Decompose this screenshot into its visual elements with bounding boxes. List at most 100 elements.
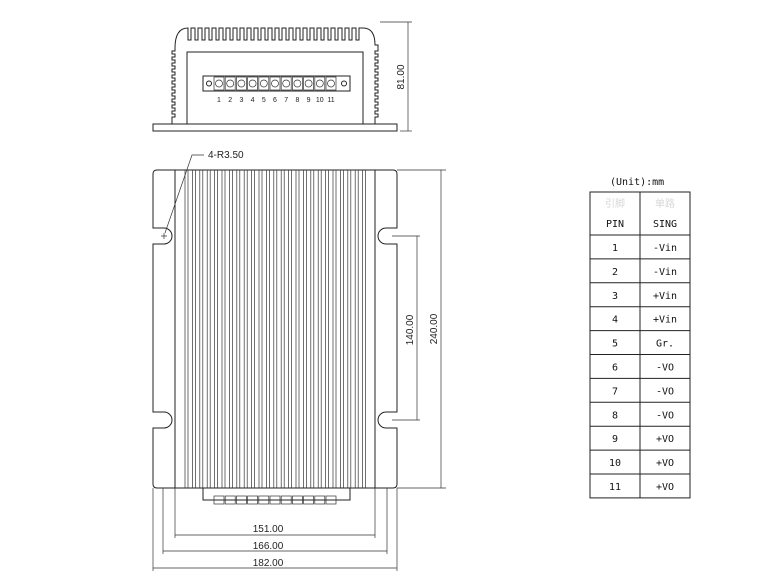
bottom-terminal <box>325 495 337 505</box>
terminal <box>269 76 281 91</box>
front-panel <box>186 51 364 125</box>
pin-cell: 4 <box>612 315 618 326</box>
table-row: 5 Gr. <box>612 339 674 350</box>
terminal-screw-icon <box>237 79 246 88</box>
mount-hole-icon <box>206 80 212 87</box>
table-row: 10 +VO <box>609 458 674 469</box>
terminal <box>213 76 225 91</box>
pin-number: 7 <box>284 97 288 104</box>
height-dim-label: 81.00 <box>396 64 407 89</box>
base-plate <box>152 123 398 132</box>
pin-number: 11 <box>327 97 334 104</box>
terminal-screw-icon <box>327 79 335 88</box>
pin-number: 4 <box>251 97 255 104</box>
pin-number: 9 <box>307 97 311 104</box>
pin-cell: 9 <box>612 434 618 445</box>
bottom-terminal <box>280 495 292 505</box>
terminal <box>236 76 247 91</box>
table-row: 9 +VO <box>612 434 674 445</box>
pin-cell: 1 <box>612 243 618 254</box>
terminal <box>280 76 292 91</box>
table-row: 1 -Vin <box>612 243 677 254</box>
bottom-terminal <box>292 495 303 505</box>
signal-cell: +VO <box>656 482 674 493</box>
pin-cell: 5 <box>612 339 618 350</box>
table-row: 2 -Vin <box>612 267 677 278</box>
pin-cell: 3 <box>612 291 618 302</box>
header-sing: SING <box>653 219 677 230</box>
dim-240-label: 240.00 <box>429 313 440 344</box>
table-row: 11 +VO <box>609 482 674 493</box>
pin-cell: 6 <box>612 363 618 374</box>
callout-leader <box>164 154 204 234</box>
bottom-terminal <box>247 495 258 505</box>
terminal <box>258 76 270 91</box>
pin-number: 3 <box>239 97 243 104</box>
signal-cell: -VO <box>656 410 674 421</box>
terminal <box>224 76 236 91</box>
pin-number: 10 <box>316 97 324 104</box>
terminal-screw-icon <box>293 79 302 88</box>
bottom-terminal <box>213 495 225 505</box>
pin-table: (Unit):mm 引脚 单路 PIN SING 1-Vin2-Vin3+Vin… <box>589 177 691 499</box>
signal-cell: -VO <box>656 386 674 397</box>
bottom-terminal <box>224 495 236 505</box>
header-pin: PIN <box>606 219 624 230</box>
terminal <box>247 76 258 91</box>
pin-number: 6 <box>273 97 277 104</box>
pin-cell: 2 <box>612 267 618 278</box>
terminal-screw-icon <box>315 79 324 88</box>
bottom-terminal <box>269 495 281 505</box>
signal-cell: Gr. <box>656 339 674 350</box>
pin-number: 8 <box>295 97 299 104</box>
bottom-terminal-block <box>202 487 351 501</box>
terminal-screw-icon <box>215 79 223 88</box>
bottom-terminal <box>314 495 326 505</box>
terminal-screw-icon <box>304 79 313 88</box>
signal-cell: +VO <box>656 434 674 445</box>
terminal <box>303 76 314 91</box>
pin-cell: 11 <box>609 482 621 493</box>
signal-cell: +Vin <box>653 291 677 302</box>
table-row: 4+Vin <box>612 315 677 326</box>
header-cn-pin: 引脚 <box>605 197 625 210</box>
terminal-screw-icon <box>248 79 257 88</box>
table-row: 6 -VO <box>612 363 674 374</box>
terminal-screw-icon <box>271 79 279 88</box>
signal-cell: -Vin <box>653 267 677 278</box>
pin-cell: 8 <box>612 410 618 421</box>
terminal <box>292 76 303 91</box>
plan-view: 4-R3.50 240.00 140.00 151.00 166.00 182.… <box>152 150 446 571</box>
mount-hole-icon <box>341 80 347 87</box>
bottom-terminal <box>303 495 314 505</box>
dim-140-label: 140.00 <box>405 314 416 345</box>
terminal-screw-icon <box>226 79 235 88</box>
signal-cell: +VO <box>656 458 674 469</box>
terminal <box>325 76 337 91</box>
pin-cell: 10 <box>609 458 621 469</box>
table-row: 3 +Vin <box>612 291 677 302</box>
bottom-terminal <box>236 495 247 505</box>
terminal-screw-icon <box>259 79 268 88</box>
header-cn-sing: 单路 <box>655 197 675 210</box>
terminal-block <box>202 75 351 92</box>
dim-151-label: 151.00 <box>253 524 284 535</box>
signal-cell: -VO <box>656 363 674 374</box>
bottom-terminal <box>258 495 270 505</box>
dim-166-label: 166.00 <box>253 541 284 552</box>
pin-number: 2 <box>228 97 232 104</box>
base-outline <box>152 169 398 489</box>
terminal-screw-icon <box>282 79 291 88</box>
pin-number: 5 <box>262 97 266 104</box>
heatsink-profile <box>171 27 379 125</box>
hole-center-icon <box>161 233 167 239</box>
dim-182-label: 182.00 <box>253 558 284 569</box>
hole-callout-label: 4-R3.50 <box>208 150 244 161</box>
table-row: 7-VO <box>612 386 674 397</box>
terminal <box>314 76 326 91</box>
pin-number: 1 <box>217 97 221 104</box>
signal-cell: -Vin <box>653 243 677 254</box>
table-row: 8 -VO <box>612 410 674 421</box>
